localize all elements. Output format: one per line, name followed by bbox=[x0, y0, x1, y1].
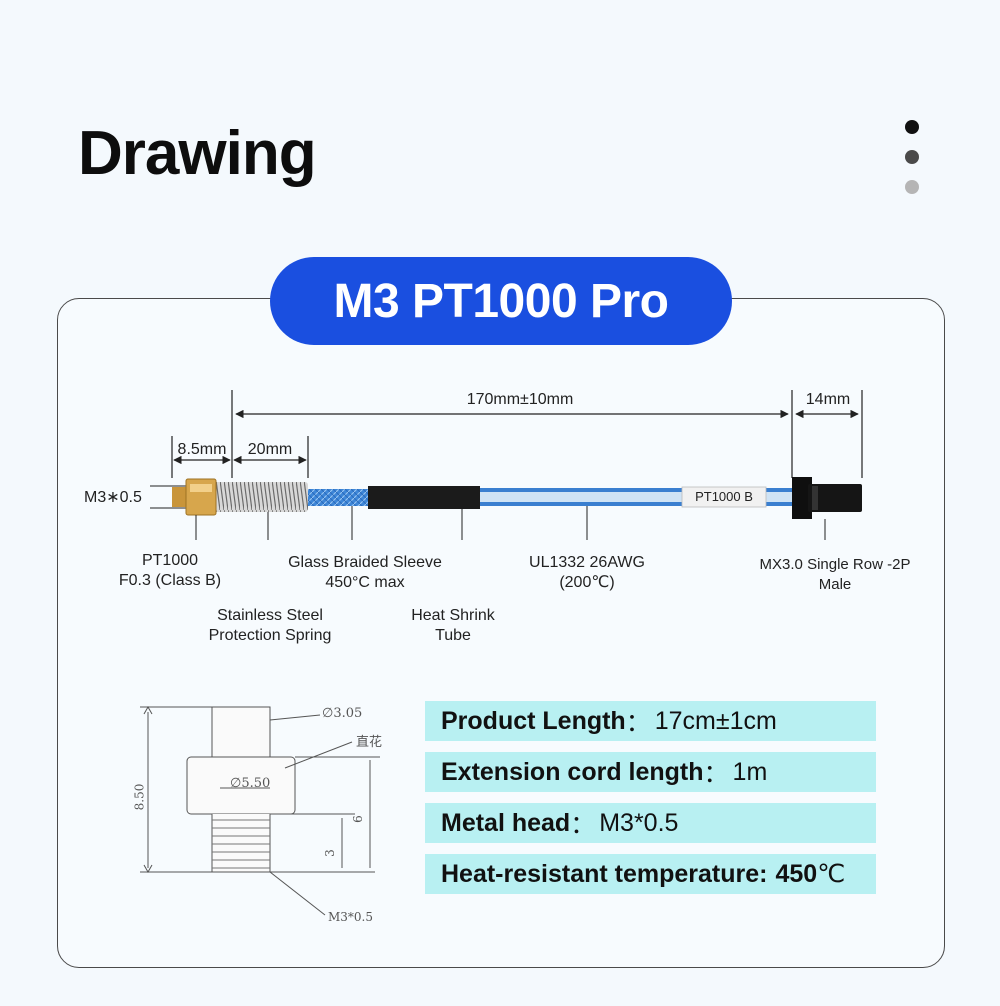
height-label: 8.50 bbox=[132, 783, 147, 811]
dim-spring-label: 20mm bbox=[247, 441, 293, 458]
protection-spring bbox=[212, 482, 308, 512]
dim-connector-label: 14mm bbox=[805, 391, 851, 408]
spec-row-extension-length: Extension cord length：1m bbox=[425, 752, 876, 792]
heat-shrink-tube bbox=[368, 486, 480, 509]
d-top-label: ∅3.05 bbox=[322, 706, 363, 721]
spec-row-heat-resistance: Heat-resistant temperature:450℃ bbox=[425, 854, 876, 894]
dim-thread-label: M3∗0.5 bbox=[84, 489, 142, 506]
cable-tag bbox=[681, 486, 767, 508]
wire-lower bbox=[480, 502, 792, 506]
thread-spec-label: M3*0.5 bbox=[328, 910, 374, 924]
dim-total-label: 170mm±10mm bbox=[466, 391, 574, 408]
brass-thread bbox=[172, 487, 186, 507]
wire-label: UL1332 26AWG (200℃) bbox=[529, 554, 645, 591]
spec-row-product-length: Product Length：17cm±1cm bbox=[425, 701, 876, 741]
sensor-label: PT1000 F0.3 (Class B) bbox=[118, 552, 222, 589]
spec-row-metal-head: Metal head：M3*0.5 bbox=[425, 803, 876, 843]
cable-tag-label: PT1000 B bbox=[695, 489, 753, 504]
spring-label: Stainless Steel Protection Spring bbox=[208, 607, 332, 644]
glass-braided-sleeve bbox=[305, 489, 370, 506]
knurl-label: 直花 bbox=[356, 735, 383, 750]
carousel-dot-2[interactable] bbox=[905, 150, 919, 164]
carousel-dot-1[interactable] bbox=[905, 120, 919, 134]
d-body-label: ∅5.50 bbox=[230, 776, 271, 791]
dim-head-label: 8.5mm bbox=[177, 441, 227, 458]
sleeve-label: Glass Braided Sleeve 450°C max bbox=[288, 554, 442, 591]
tube-label: Heat Shrink Tube bbox=[411, 607, 495, 644]
connector-flange bbox=[792, 477, 812, 519]
connector-body bbox=[808, 484, 862, 512]
connector-label: MX3.0 Single Row -2P Male bbox=[759, 556, 911, 593]
head-technical-drawing bbox=[140, 705, 380, 916]
carousel-dot-3[interactable] bbox=[905, 180, 919, 194]
cable-diagram bbox=[150, 390, 863, 540]
page-title: Drawing bbox=[78, 119, 317, 188]
h3-label: 3 bbox=[322, 849, 337, 857]
product-name-badge: M3 PT1000 Pro bbox=[270, 257, 732, 345]
wire-upper bbox=[480, 488, 792, 492]
h6-label: 6 bbox=[350, 815, 365, 823]
